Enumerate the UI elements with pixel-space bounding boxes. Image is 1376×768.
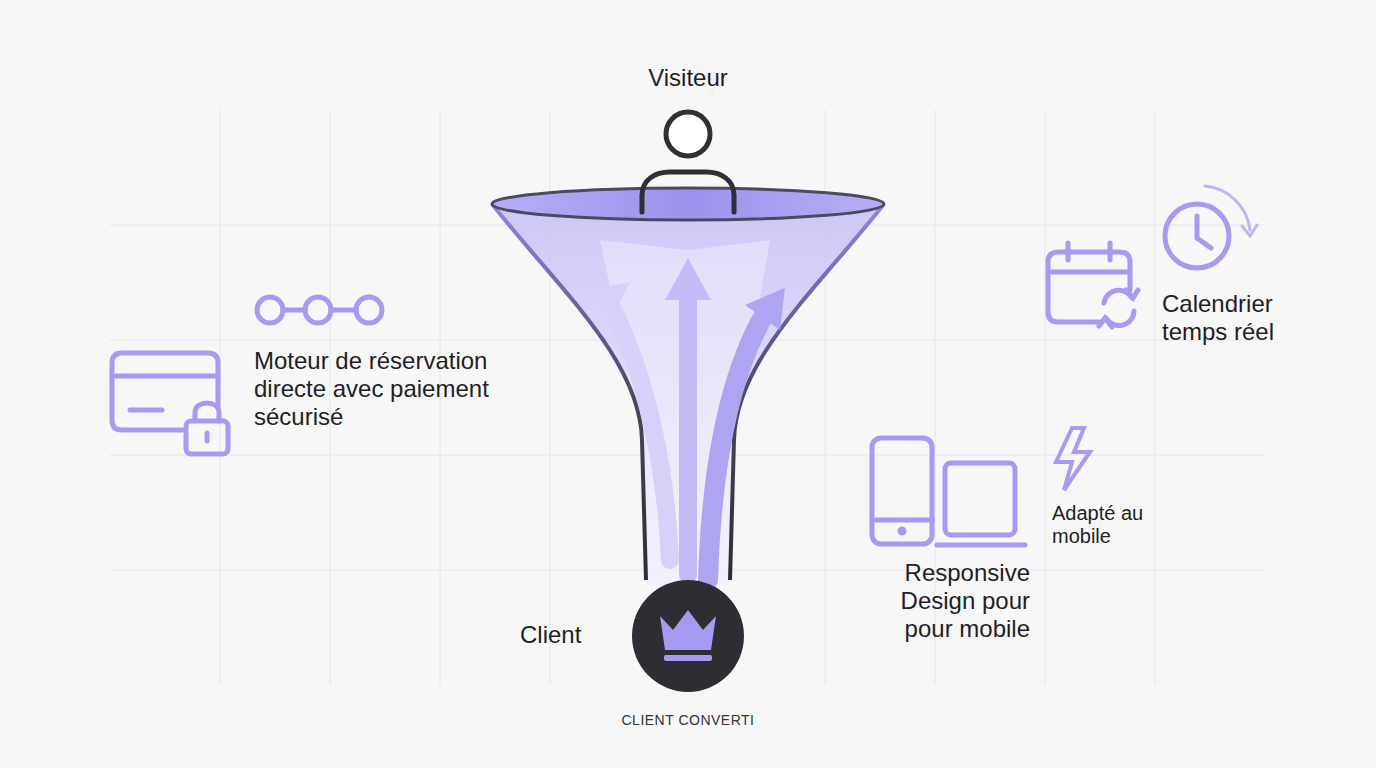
calendar-label: Calendrier temps réel: [1162, 290, 1322, 346]
converted-caption: CLIENT CONVERTI: [568, 712, 808, 728]
mobile-ready-label: Adapté au mobile: [1052, 502, 1144, 549]
client-badge: [632, 580, 744, 692]
booking-engine-label: Moteur de réservation directe avec paiem…: [254, 347, 506, 431]
visitor-icon: [642, 112, 734, 212]
responsive-label: Responsive Design pour pour mobile: [858, 559, 1030, 643]
funnel: [492, 188, 884, 585]
visitor-label: Visiteur: [588, 64, 788, 92]
flow-arrows: [590, 258, 785, 580]
client-label: Client: [520, 621, 620, 649]
